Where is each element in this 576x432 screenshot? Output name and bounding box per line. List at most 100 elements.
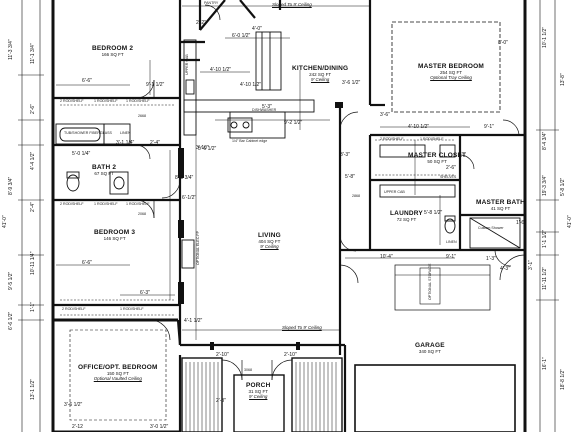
room-name: MASTER BATH: [476, 199, 526, 206]
dimension-label: 11'-3 3/4": [8, 39, 14, 60]
rod-shelf-label: 2 ROD/SHELF: [62, 307, 86, 311]
door-size-label: 2868: [352, 194, 360, 198]
dimension-label: 2'-6": [30, 104, 36, 114]
dimension-label: 4'-3": [500, 266, 510, 272]
room-name: LAUNDRY: [390, 210, 423, 217]
sloped-ceiling-note: Sloped To 9' Ceiling: [282, 325, 322, 330]
cabinet-edge-label: 1/4" Bar Cabinet edge: [232, 139, 268, 143]
dimension-label: 9'-1 1/2": [146, 82, 165, 88]
dimension-label: 3'-1": [528, 260, 534, 270]
room-name: MASTER CLOSET: [408, 152, 467, 159]
dimension-label: 2'-10": [284, 352, 297, 358]
dimension-label: 3'-6": [380, 112, 390, 118]
dimension-label: 9'-2 1/2": [284, 120, 303, 126]
rod-shelf-label: 1 ROD/SHELF: [420, 137, 444, 141]
tub-label: TUB/SHOWER FIBERGLASS: [64, 131, 112, 135]
room-area: 404 SQ FT: [258, 238, 281, 244]
door-size-label: 3068: [244, 368, 252, 372]
room-area: 242 SQ FT: [309, 71, 332, 77]
rod-shelf-label: 1 ROD/SHELF: [126, 99, 150, 103]
room-ceiling: Optional Tray Ceiling: [430, 74, 472, 80]
shelves-label: SHELVES: [440, 175, 457, 179]
dimension-label: 18'-8 1/2": [560, 368, 566, 390]
sloped-ceiling-note: Sloped To 9' Ceiling: [272, 2, 312, 7]
dimension-label: 6'-6": [82, 78, 92, 84]
dimension-label: 4'-10 1/2": [210, 67, 232, 73]
upper-cab-label: UPPER CAB: [384, 190, 405, 194]
rod-shelf-label: 2 ROD/SHELF: [60, 99, 84, 103]
dimension-label: 4'-1 1/2": [184, 318, 203, 324]
dimension-label: 6'-1/2": [182, 195, 197, 201]
room-area: 31 SQ FT: [248, 388, 268, 394]
dimension-label: 2'-4": [30, 202, 36, 212]
dimension-label: 11'-11 1/2": [542, 266, 548, 290]
door-size-label: 2668: [138, 114, 146, 118]
rod-shelf-label: 1 ROD/SHELF: [94, 202, 118, 206]
dimension-label: 5'-8 1/2": [560, 177, 566, 196]
dimension-label: 5'-6 1/2": [198, 146, 217, 152]
pantry-label: PANTRY: [204, 1, 219, 5]
dimension-label: 10'-4": [380, 254, 393, 260]
door-size-label: 2068: [138, 212, 146, 216]
rod-shelf-label: 1 ROD/SHELF: [126, 202, 150, 206]
dimension-label: 8'-3 3/4": [175, 175, 194, 181]
room-name: LIVING: [258, 232, 281, 239]
dimension-label: 6'-6 1/2": [8, 311, 14, 330]
dimension-label: 3'-6 1/2": [64, 402, 83, 408]
dimension-label: 8'-0": [498, 40, 508, 46]
dimension-label: 1'-6": [516, 220, 526, 226]
room-name: BEDROOM 2: [92, 45, 134, 52]
dimension-label: 2'-4": [150, 140, 160, 146]
room-area: 41 SQ FT: [490, 205, 511, 211]
dimension-label: 10'-1 1/2": [542, 26, 548, 48]
upper-cab-label: UPPER CAB: [185, 54, 189, 75]
dimension-label: 9'-5 1/2": [8, 271, 14, 290]
room-area: 72 SQ FT: [396, 216, 417, 222]
dimension-label: 5'-0 1/4": [72, 151, 91, 157]
dimension-label: 2'-3": [216, 398, 226, 404]
dimension-label: 4'-10 1/2": [408, 124, 430, 130]
dimension-label: 6'-0 1/2": [232, 33, 251, 39]
rod-shelf-label: 1 ROD/SHELF: [120, 307, 144, 311]
rod-shelf-label: 2 ROD/SHELF: [380, 137, 404, 141]
room-ceiling: 9' Ceiling: [249, 393, 268, 399]
room-name: GARAGE: [415, 342, 445, 349]
room-name: KITCHEN/DINING: [292, 65, 349, 72]
dimension-label: 1'-3": [486, 256, 496, 262]
room-name: MASTER BEDROOM: [418, 63, 484, 70]
dimension-label: 16'-1": [542, 357, 548, 370]
room-laundry: LAUNDRY 72 SQ FT: [390, 210, 423, 223]
dimension-label: 5'-3": [262, 104, 272, 110]
room-name: BATH 2: [92, 164, 117, 171]
custom-shower-label: Custom Shower: [478, 226, 504, 230]
room-area: 254 SQ FT: [439, 69, 462, 75]
dishwasher-label: DISHWASHER: [252, 108, 277, 112]
dimension-label: 6'-6": [82, 260, 92, 266]
dimension-label: 5'-8 1/2": [424, 210, 443, 216]
room-garage: GARAGE 340 SQ FT: [415, 342, 445, 355]
garage-storage-label: OPTIONAL STORAGE: [428, 263, 432, 300]
dimension-label: 2'-12: [72, 424, 83, 430]
room-area: 150 SQ FT: [106, 370, 129, 376]
room-name: BEDROOM 3: [94, 229, 136, 236]
dimension-label: 2'-6": [446, 165, 456, 171]
room-living: LIVING 404 SQ FT 9' Ceiling: [258, 232, 281, 249]
dimension-label: 11'-1 3/4": [30, 43, 36, 64]
room-master-closet: MASTER CLOSET 50 SQ FT: [408, 152, 467, 165]
dimension-label: 41'-0": [567, 215, 573, 228]
dimension-label: 4'-4 1/2": [30, 151, 36, 170]
room-area: 340 SQ FT: [418, 348, 441, 354]
dimension-label: 2'-2": [196, 20, 206, 26]
room-master-bedroom: MASTER BEDROOM 254 SQ FT Optional Tray C…: [418, 63, 484, 80]
dimension-label: 3'-3": [340, 152, 350, 158]
dimension-label: 3'-6 1/2": [342, 80, 361, 86]
dimension-label: 3'-1 1/4": [116, 140, 135, 146]
dimension-label: 6'-3": [140, 290, 150, 296]
room-bedroom2: BEDROOM 2 166 SQ FT: [92, 45, 134, 58]
room-kitchen: KITCHEN/DINING 242 SQ FT 9' Ceiling: [292, 65, 349, 82]
optional-elec-fp-label: OPTIONAL ELEC FP: [196, 230, 200, 265]
room-area: 146 SQ FT: [103, 235, 126, 241]
rod-shelf-label: 1 ROD/SHELF: [94, 99, 118, 103]
dimension-label: 1'-1": [30, 302, 36, 312]
